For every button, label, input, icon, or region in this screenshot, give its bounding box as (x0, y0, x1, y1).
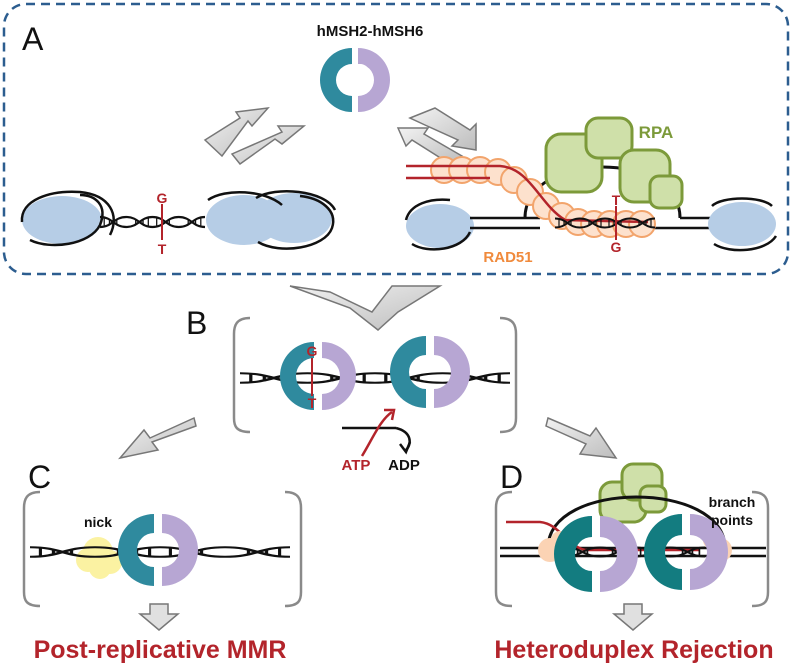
rpa-cluster-a (544, 116, 684, 210)
outcome-mmr: Post-replicative MMR (34, 636, 287, 664)
mismatch-top-base-b: G (307, 343, 318, 359)
msh-clamp-d-right (644, 514, 728, 590)
msh-clamp-b-right (390, 336, 470, 408)
arrow-d-down (611, 603, 655, 631)
atp-adp-exchange-arrows (342, 408, 412, 457)
msh2-msh6-complex-top (320, 48, 390, 112)
d-loop-substrate-a (404, 165, 778, 252)
bracket-d (494, 490, 770, 608)
msh-clamp-c (118, 514, 198, 586)
panel-a-dashed-border (2, 2, 790, 276)
dna-helix-a-left (98, 215, 207, 229)
invading-strand-a (406, 164, 649, 224)
msh-clamp-d-left (554, 516, 638, 592)
adp-label: ADP (388, 457, 420, 474)
dna-helix-c (30, 547, 290, 557)
equilibrium-arrows-left (203, 107, 307, 166)
mismatch-a-left: G T (157, 190, 168, 257)
mismatch-top-base: G (157, 190, 168, 206)
panel-b-letter: B (186, 305, 207, 341)
arrow-c-down (137, 603, 181, 631)
branch-points-label-2: points (711, 512, 753, 528)
nucleosome-left-a (20, 190, 115, 247)
mismatch-b: G T (307, 343, 318, 411)
nucleosome-pair-a (206, 190, 337, 250)
complex-label: hMSH2-hMSH6 (317, 23, 424, 40)
branch-points-label-1: branch (709, 494, 756, 510)
nick-label: nick (84, 514, 112, 530)
mismatch-a-right: T G (611, 192, 622, 255)
arrow-b-to-d (545, 416, 618, 459)
panel-c-letter: C (28, 459, 51, 495)
mismatch-bottom-base-2: G (611, 239, 622, 255)
arrow-a-to-b (289, 285, 443, 331)
msh-clamp-b-left (280, 342, 356, 410)
rad51-filament-a (430, 156, 656, 238)
rad51-label: RAD51 (483, 249, 532, 266)
mismatch-top-base-2: T (612, 192, 621, 208)
mismatch-bottom-base-b: T (308, 395, 317, 411)
mismatch-bottom-base: T (158, 241, 167, 257)
arrow-b-to-c (117, 416, 197, 460)
outcome-rejection: Heteroduplex Rejection (494, 636, 773, 664)
panel-d-letter: D (500, 459, 523, 495)
atp-label: ATP (342, 457, 371, 474)
panel-a-letter: A (22, 21, 44, 57)
equilibrium-arrows-right (396, 107, 477, 165)
bracket-b (232, 316, 518, 434)
nick-site-blob (76, 537, 122, 579)
bracket-c (22, 490, 303, 608)
rpa-cluster-d (598, 462, 668, 524)
rpa-label-a: RPA (639, 123, 674, 142)
